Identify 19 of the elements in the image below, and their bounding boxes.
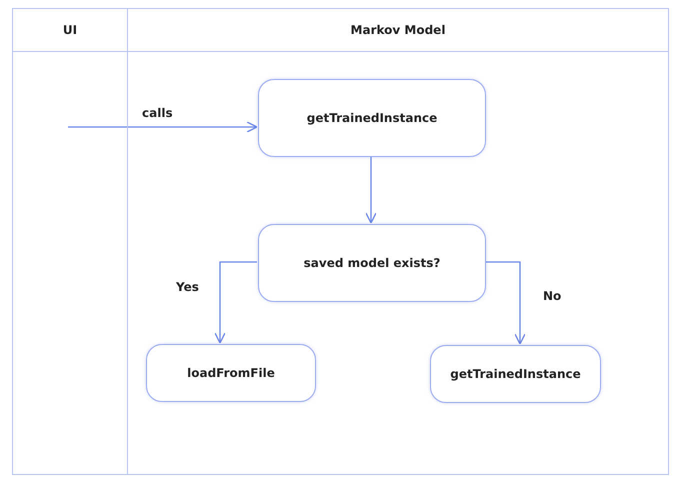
box-label: getTrainedInstance (306, 111, 438, 125)
box-label: saved model exists? (304, 256, 440, 270)
lane-title: Markov Model (350, 23, 446, 37)
swimlane (12, 8, 128, 475)
lane-title: UI (62, 23, 78, 37)
arrow (68, 121, 258, 133)
process-box (258, 79, 486, 157)
arrow (365, 156, 377, 224)
arrow (214, 261, 257, 344)
edge-label: Yes (174, 280, 201, 294)
arrow (485, 261, 526, 345)
process-box (146, 344, 316, 402)
edge-label: No (541, 289, 564, 303)
box-label: getTrainedInstance (450, 367, 581, 381)
edge-label: calls (140, 106, 175, 120)
process-box (258, 224, 486, 302)
process-box (430, 345, 601, 403)
box-label: loadFromFile (187, 366, 275, 380)
swimlane (127, 8, 669, 475)
